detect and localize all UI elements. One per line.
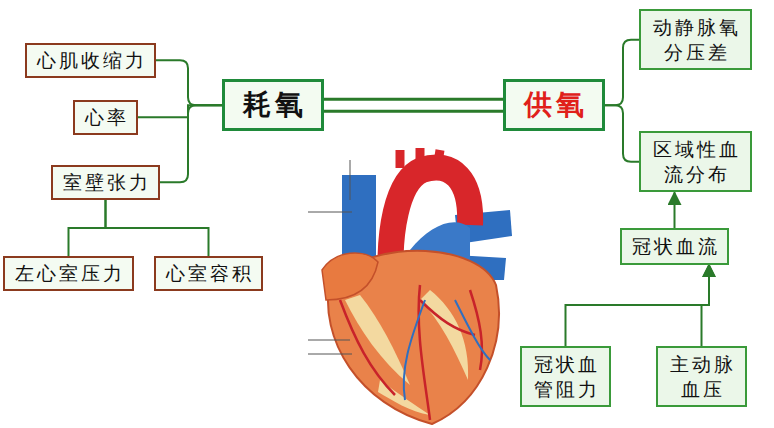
box-label: 左心室压力 (15, 261, 125, 286)
factor-box: 左心室压力 (3, 256, 134, 291)
connector (138, 105, 222, 117)
box-label: 室壁张力 (63, 170, 151, 195)
connector (605, 105, 639, 161)
factor-box: 区域性血 流分布 (639, 131, 752, 192)
factor-box: 主动脉 血压 (656, 346, 747, 407)
muscle-pattern (345, 295, 410, 385)
muscle-pattern (420, 290, 468, 380)
main-box: 供氧 (503, 79, 605, 131)
equal-connector (324, 99, 503, 111)
box-label: 心率 (85, 105, 129, 130)
box-label: 区域性血 流分布 (651, 137, 743, 186)
box-label: 动静脉氧 分压差 (651, 15, 743, 64)
leader-line (308, 160, 352, 354)
connector (69, 200, 106, 256)
connector (106, 200, 209, 256)
factor-box: 室壁张力 (51, 165, 160, 200)
factor-box: 心肌收缩力 (25, 43, 156, 78)
factor-box: 心室容积 (154, 256, 263, 291)
main-box: 耗氧 (222, 79, 324, 131)
connector (160, 105, 222, 182)
box-label: 供氧 (524, 87, 588, 123)
illustration-ground (300, 148, 515, 428)
box-label: 冠状血 管阻力 (532, 352, 602, 401)
coronary-vein (404, 300, 490, 400)
right-atrium (322, 253, 378, 300)
connector (156, 60, 222, 105)
connector (702, 265, 710, 346)
box-label: 心室容积 (166, 261, 254, 286)
connector (605, 40, 639, 106)
coronary-artery (340, 285, 482, 420)
connector (566, 265, 710, 346)
factor-box: 冠状血 管阻力 (520, 346, 611, 407)
box-label: 冠状血流 (632, 234, 720, 259)
box-label: 心肌收缩力 (37, 48, 147, 73)
factor-box: 冠状血流 (620, 228, 729, 265)
factor-box: 心率 (73, 100, 138, 135)
box-label: 耗氧 (243, 87, 307, 123)
factor-box: 动静脉氧 分压差 (639, 9, 752, 70)
connector (674, 192, 676, 228)
box-label: 主动脉 血压 (668, 352, 738, 401)
